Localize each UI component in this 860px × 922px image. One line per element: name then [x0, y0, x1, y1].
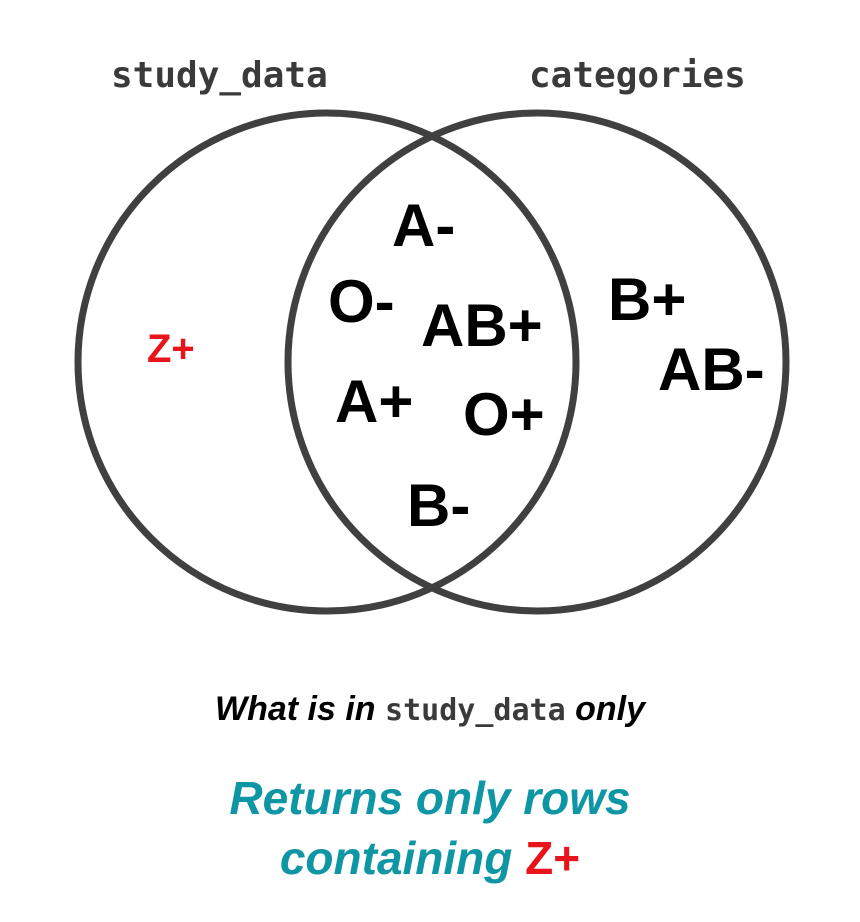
result-line-1: Returns only rows [229, 772, 631, 824]
intersection-element: A+ [335, 368, 414, 435]
caption-suffix: only [575, 690, 645, 728]
left-set-circle [74, 109, 580, 615]
result-highlight: Z+ [525, 832, 581, 884]
right-only-element: B+ [608, 266, 687, 333]
caption-prefix: What is in [215, 690, 376, 728]
result-line-2-prefix: containing [279, 832, 513, 884]
intersection-element: A- [392, 192, 456, 259]
venn-diagram [74, 109, 790, 615]
intersection-element: O+ [463, 381, 545, 448]
intersection-element: B- [407, 472, 471, 539]
caption-code: study_data [385, 693, 566, 728]
right-set-circle [284, 109, 790, 615]
right-set-title: categories [529, 55, 746, 96]
intersection-element: O- [328, 268, 395, 335]
intersection-element: AB+ [421, 292, 543, 359]
result-line-2: containing Z+ [0, 830, 860, 886]
left-set-title: study_data [111, 55, 328, 96]
caption: What is in study_data only [0, 688, 860, 732]
left-only-element: Z+ [147, 327, 195, 371]
right-only-element: AB- [658, 336, 765, 403]
